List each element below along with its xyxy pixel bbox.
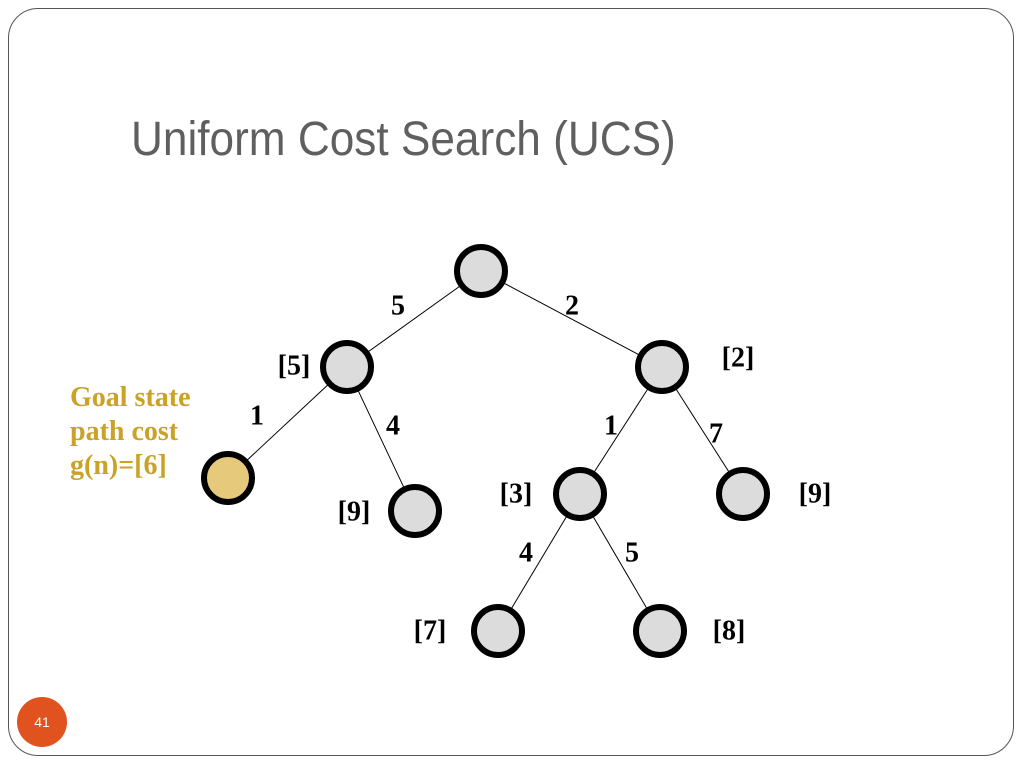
edge-n5-n9a — [356, 388, 406, 490]
node-cost-label-n2: [2] — [722, 342, 755, 373]
node-cost-label-n8: [8] — [713, 615, 746, 646]
goal-state-note: Goal state path cost g(n)=[6] — [70, 381, 191, 483]
node-cost-label-n9a: [9] — [338, 496, 371, 527]
edge-root-n2 — [501, 281, 642, 357]
edge-weight-n2-n9b: 7 — [709, 418, 723, 449]
slide-title: Uniform Cost Search (UCS) — [131, 113, 676, 166]
edge-weight-n5-goal: 1 — [250, 400, 264, 431]
edge-weight-n2-n3: 1 — [604, 410, 618, 441]
tree-node-n9b — [716, 467, 770, 521]
goal-node — [201, 451, 255, 505]
edge-weight-root-n5: 5 — [391, 290, 405, 321]
tree-node-root — [454, 244, 508, 298]
tree-node-n3 — [553, 467, 607, 521]
edge-n2-n3 — [592, 386, 650, 475]
edge-weight-n3-n8: 5 — [625, 537, 639, 568]
tree-node-n5 — [320, 340, 374, 394]
edge-weight-n5-n9a: 4 — [386, 410, 400, 441]
edge-n5-goal — [245, 383, 330, 462]
edge-root-n5 — [366, 284, 462, 354]
node-cost-label-n5: [5] — [278, 350, 311, 381]
tree-node-n8 — [633, 604, 687, 658]
goal-note-line-1: Goal state — [70, 382, 191, 413]
edge-n2-n9b — [674, 386, 731, 475]
tree-node-n7 — [471, 604, 525, 658]
goal-note-line-3: g(n)=[6] — [70, 450, 167, 481]
edge-weight-root-n2: 2 — [565, 290, 579, 321]
edge-n3-n8 — [591, 514, 649, 611]
node-cost-label-n7: [7] — [414, 615, 447, 646]
node-cost-label-n3: [3] — [500, 478, 533, 509]
goal-note-line-2: path cost — [70, 416, 179, 447]
tree-node-n2 — [635, 340, 689, 394]
edge-n3-n7 — [509, 514, 569, 611]
node-cost-label-n9b: [9] — [799, 478, 832, 509]
tree-node-n9a — [388, 484, 442, 538]
page-number-badge: 41 — [17, 697, 67, 747]
edge-weight-n3-n7: 4 — [519, 537, 533, 568]
